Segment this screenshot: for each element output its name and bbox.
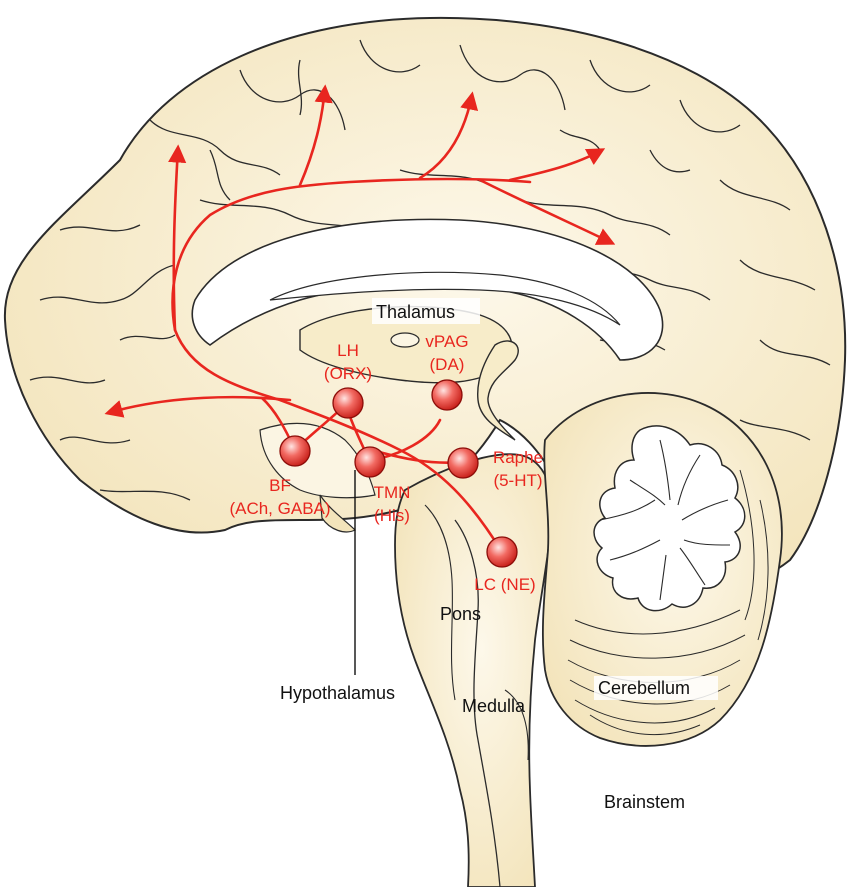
bf-node — [279, 435, 311, 467]
pathway-posterior-parietal — [508, 148, 606, 182]
lh-transmitter: (ORX) — [324, 364, 372, 383]
nucleus-labels: LH (ORX) vPAG (DA) BF (ACh, GABA) TMN (H… — [229, 332, 543, 594]
bf-transmitter: (ACh, GABA) — [229, 499, 330, 518]
vpag-name: vPAG — [425, 332, 468, 351]
arousal-pathways — [104, 84, 616, 554]
arbor-vitae — [593, 425, 746, 612]
tmn-node — [354, 446, 386, 478]
pathway-superior-frontal — [298, 84, 333, 187]
brainstem-shape — [394, 453, 554, 887]
thalamus-label: Thalamus — [376, 302, 455, 322]
raphe-node — [447, 447, 479, 479]
lh-node — [332, 387, 364, 419]
bf-name: BF — [269, 476, 291, 495]
pathway-parietal — [418, 91, 479, 180]
vpag-transmitter: (DA) — [430, 355, 465, 374]
pathway-frontal-pole — [168, 144, 187, 332]
pathway-basal-forebrain — [104, 395, 292, 418]
lc-name: LC (NE) — [474, 575, 535, 594]
lc-node — [486, 536, 518, 568]
tmn-name: TMN — [374, 483, 411, 502]
vpag-node — [431, 379, 463, 411]
aqueduct — [424, 504, 456, 701]
medulla-outline — [504, 689, 529, 761]
pons-label: Pons — [440, 604, 481, 624]
tmn-transmitter: (His) — [374, 506, 410, 525]
nuclei — [279, 379, 518, 568]
lateral-ventricle — [269, 271, 621, 326]
corpus-callosum — [191, 218, 664, 361]
interthalamic-adhesion — [390, 332, 420, 348]
raphe-name: Raphe — [493, 448, 543, 467]
raphe-transmitter: (5-HT) — [493, 471, 542, 490]
structure-labels: Thalamus Pons Hypothalamus Medulla Cereb… — [280, 298, 718, 812]
arbor-vitae-branches — [599, 439, 731, 601]
fourth-ventricle — [454, 519, 501, 887]
medulla-label: Medulla — [462, 696, 526, 716]
lh-name: LH — [337, 341, 359, 360]
pineal-tectum — [477, 340, 519, 441]
brainstem-label: Brainstem — [604, 792, 685, 812]
hypothalamus-label: Hypothalamus — [280, 683, 395, 703]
cerebellum-label: Cerebellum — [598, 678, 690, 698]
pathway-occipital — [478, 178, 616, 245]
